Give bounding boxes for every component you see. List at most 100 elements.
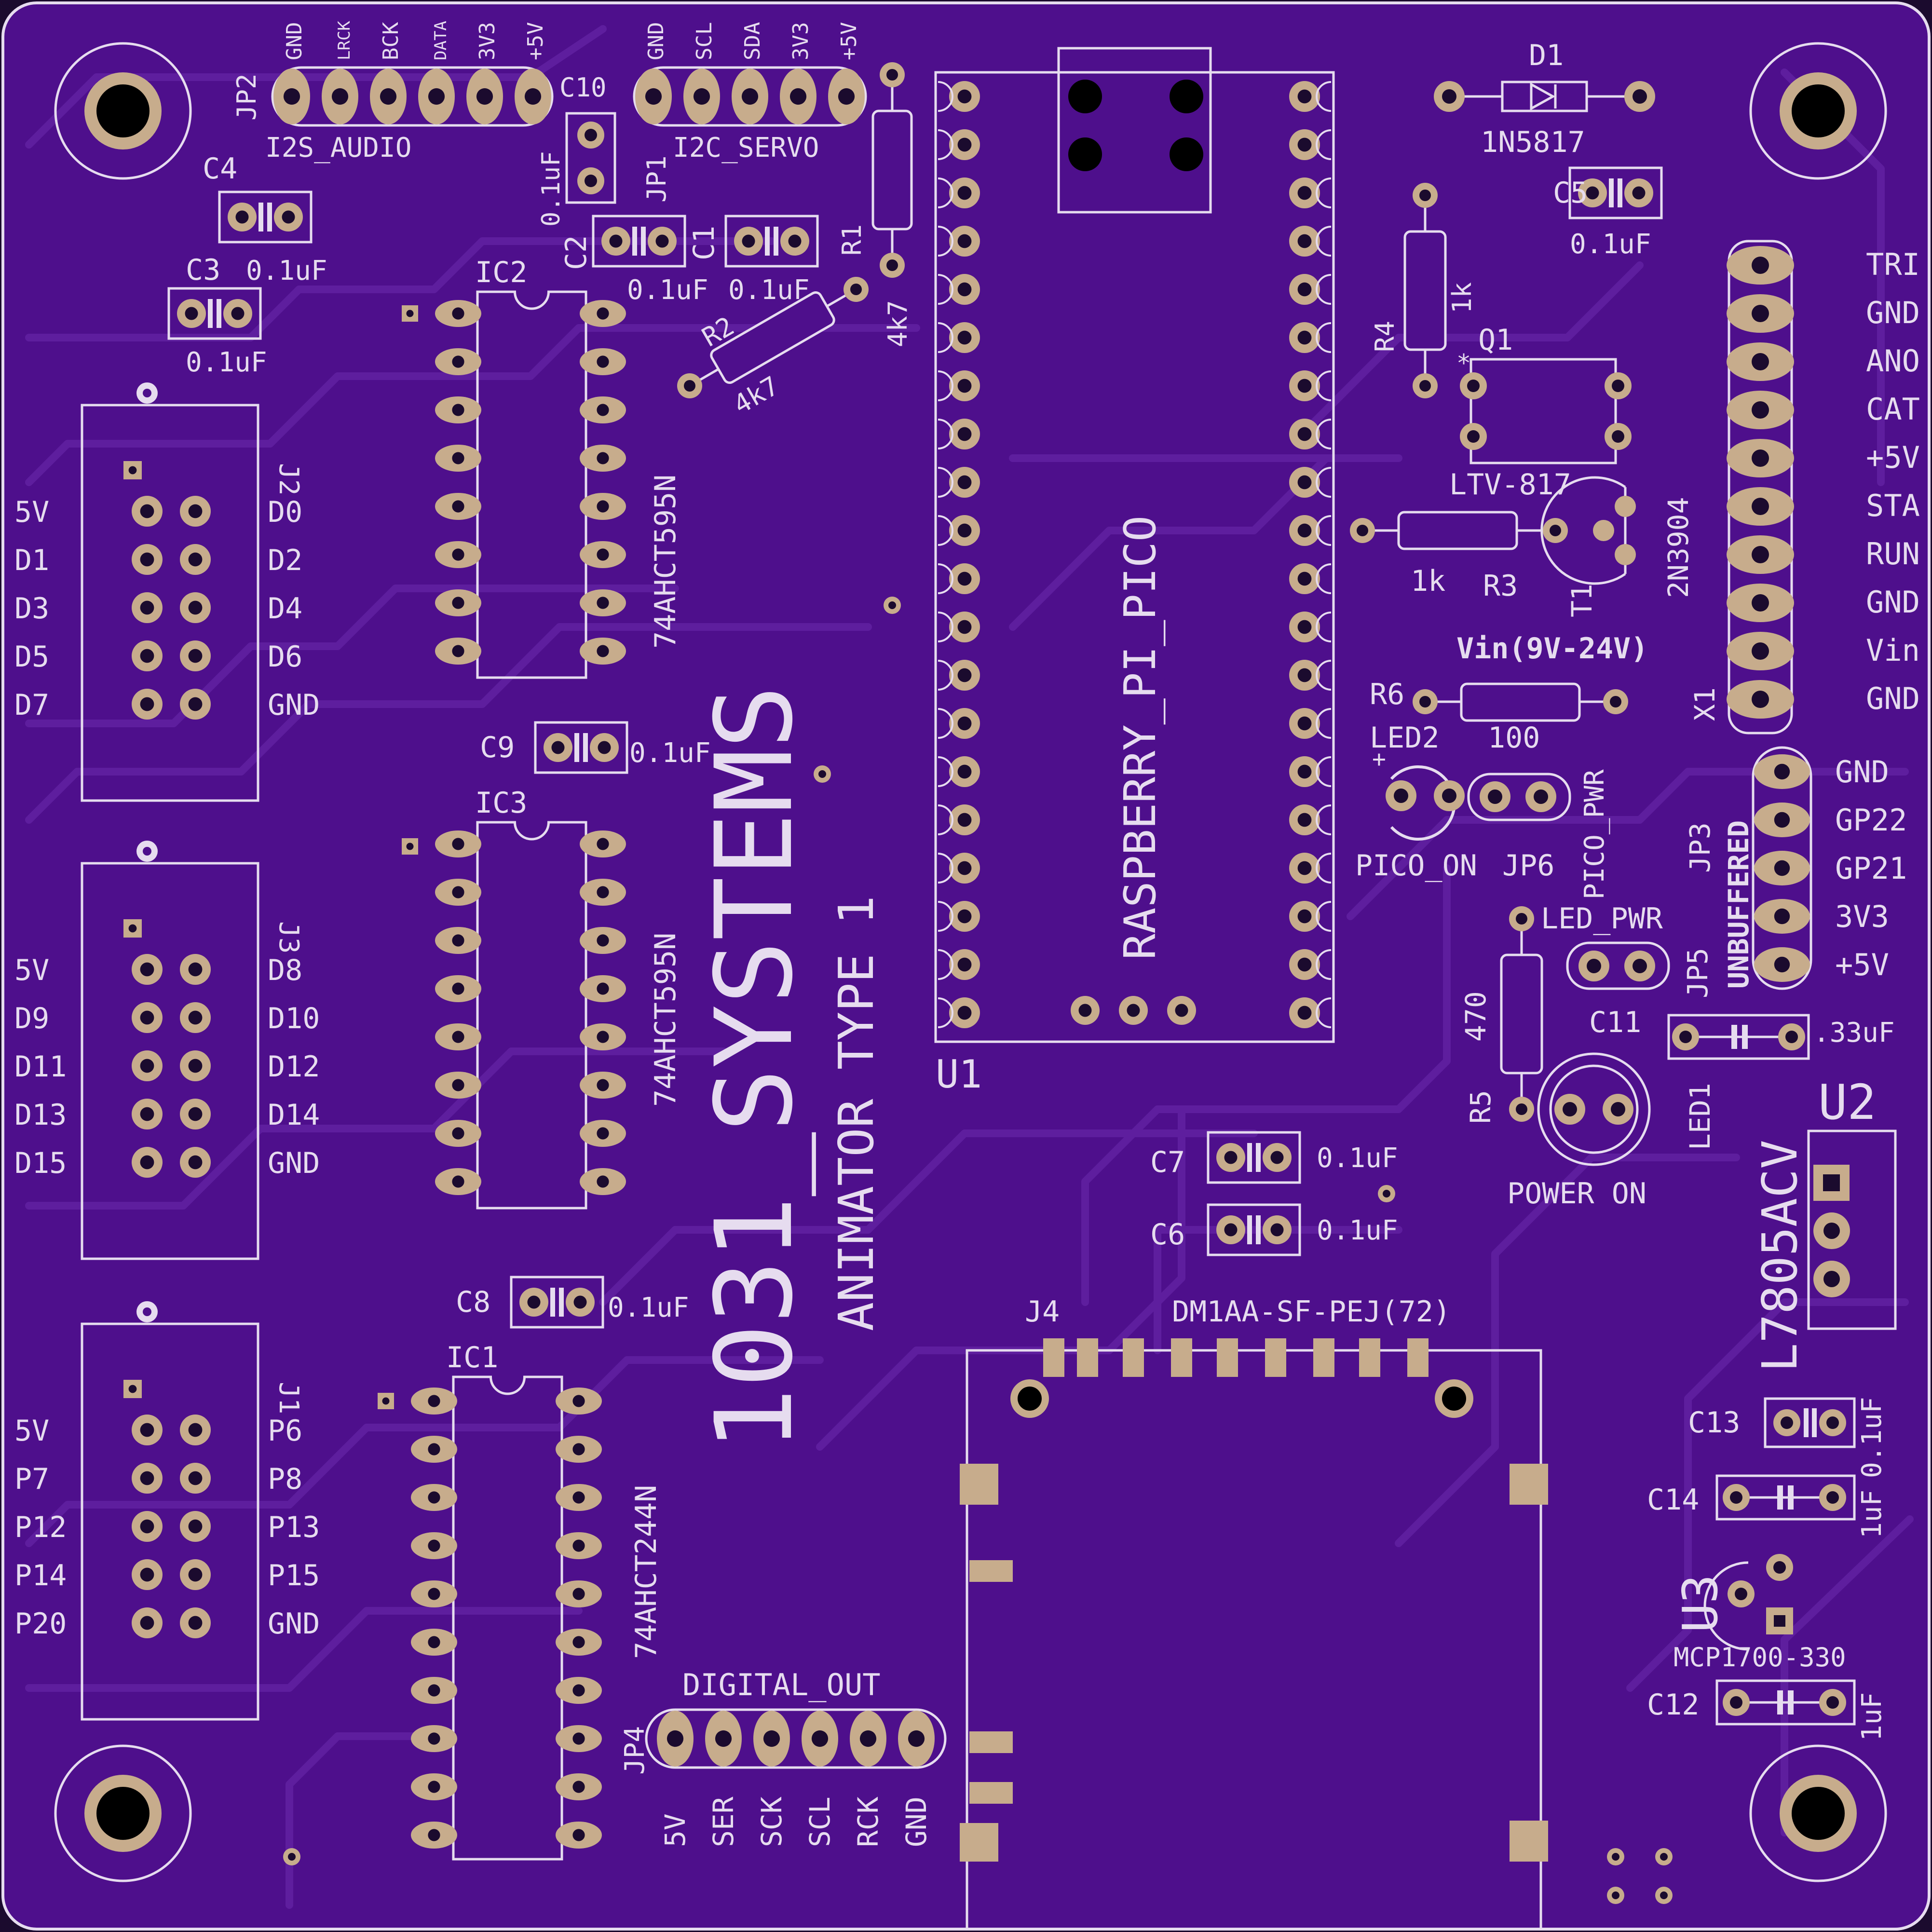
cap-c14: C14 1uF	[1647, 1474, 1888, 1538]
c5-val: 0.1uF	[1570, 229, 1651, 260]
t1-val: 2N3904	[1662, 497, 1695, 598]
cap-c5: C5 0.1uF	[1553, 166, 1663, 260]
jp4-name: DIGITAL_OUT	[682, 1667, 881, 1702]
c5-ref: C5	[1553, 176, 1588, 210]
jp2-pin-label: 3V3	[475, 22, 500, 60]
connector-j4-sdcard: J4 DM1AA-SF-PEJ(72)	[960, 1295, 1548, 1929]
jp5-name: LED_PWR	[1541, 902, 1663, 936]
q1-val: LTV-817	[1449, 468, 1571, 502]
led1-name: POWER ON	[1507, 1177, 1646, 1211]
c13-ref: C13	[1688, 1406, 1740, 1440]
j1-right-label: P6	[268, 1414, 302, 1448]
jp3-pin-label: 3V3	[1835, 899, 1889, 934]
jp3-name: UNBUFFERED	[1722, 820, 1755, 989]
cap-c13: C13 0.1uF	[1688, 1397, 1888, 1478]
led2-ref: LED2	[1370, 721, 1440, 755]
u3-ref: U3	[1672, 1575, 1728, 1633]
cap-c4: C4	[203, 152, 313, 244]
x1-pin-label: CAT	[1866, 392, 1920, 427]
r6-ref: R6	[1370, 678, 1404, 711]
d1-ref: D1	[1529, 39, 1564, 72]
j2-right-label: D0	[268, 495, 302, 529]
jp3-pin-label: GP22	[1835, 803, 1907, 838]
cap-c7: C7 0.1uF	[1150, 1131, 1398, 1184]
j3-left-label: D9	[14, 1002, 49, 1035]
jumper-jp5: LED_PWR JP5	[1541, 902, 1714, 998]
j1-right-label: P8	[268, 1462, 302, 1496]
c11-val: .33uF	[1813, 1017, 1895, 1048]
jp2-pin-label: LRCK	[335, 21, 354, 60]
cap-c10: C10 0.1uF	[537, 72, 616, 227]
jp2-pin-label: BCK	[379, 22, 403, 60]
j1-ref: J1	[273, 1382, 304, 1414]
u3-val: MCP1700-330	[1673, 1642, 1846, 1673]
transistor-t1: T1 2N3904	[1540, 476, 1695, 617]
jp2-pin-label: DATA	[431, 21, 450, 60]
cap-c11: C11 .33uF	[1589, 1006, 1895, 1060]
subtitle-text: ANIMATOR TYPE 1	[828, 896, 884, 1331]
jp4-pin-label: GND	[900, 1796, 933, 1847]
regulator-u3: U3 MCP1700-330	[1672, 1554, 1846, 1673]
resistor-r3: 1k R3	[1350, 511, 1568, 603]
vias	[283, 597, 1673, 1904]
jp5-ref: JP5	[1681, 948, 1714, 998]
svg-text:*: *	[1456, 349, 1471, 377]
c6-val: 0.1uF	[1317, 1215, 1398, 1246]
j3-left-label: 5V	[14, 953, 49, 987]
jp4-pin-label: SCK	[755, 1796, 788, 1847]
j4-val: DM1AA-SF-PEJ(72)	[1172, 1295, 1451, 1329]
j3-right-label: D10	[268, 1002, 320, 1035]
x1-pin-label: GND	[1866, 295, 1920, 330]
c12-val: 1uF	[1856, 1692, 1888, 1741]
j2-right-label: D6	[268, 640, 302, 674]
ic3-ref: IC3	[475, 786, 527, 820]
c2-ref: C2	[559, 235, 593, 270]
r5-val: 470	[1459, 991, 1492, 1042]
led2-name: PICO_ON	[1355, 849, 1477, 883]
c7-val: 0.1uF	[1317, 1143, 1398, 1174]
q1-ref: Q1	[1478, 323, 1513, 357]
optocoupler-q1: * Q1 LTV-817	[1449, 323, 1632, 502]
c7-ref: C7	[1150, 1145, 1185, 1179]
jp2-pin-label: GND	[282, 22, 307, 60]
j1-right-label: GND	[268, 1607, 320, 1641]
j2-right-label: D2	[268, 544, 302, 577]
resistor-r4: R4 1k	[1370, 183, 1477, 398]
r4-val: 1k	[1447, 282, 1477, 313]
u2-ref: U2	[1818, 1074, 1876, 1130]
jp3-pin-label: GND	[1835, 754, 1889, 789]
j1-left-label: P7	[14, 1462, 49, 1496]
r1-val: 4k7	[883, 300, 913, 347]
x1-pin-label: RUN	[1866, 536, 1920, 571]
mounting-holes	[54, 42, 1887, 1882]
c3-ref: C3	[186, 253, 220, 287]
jp1-name: I2C_SERVO	[673, 132, 819, 163]
ic1-value: 74AHCT244N	[629, 1485, 663, 1659]
cap-c12: C12 1uF	[1647, 1679, 1888, 1741]
c14-val: 1uF	[1856, 1490, 1888, 1538]
j3-right-label: D8	[268, 953, 302, 987]
c1-ref: C1	[687, 226, 721, 260]
jp4-pin-label: RCK	[852, 1796, 884, 1847]
j2-left-label: D1	[14, 544, 49, 577]
cap-c1: C10.1uF	[687, 215, 819, 306]
d1-val: 1N5817	[1481, 125, 1585, 159]
jp4-ref: JP4	[619, 1726, 651, 1775]
u1-raspberry-pi-pico: RASPBERRY_PI_PICO U1	[934, 47, 1335, 1097]
led1-ref: LED1	[1684, 1083, 1716, 1150]
x1-pin-label: ANO	[1866, 343, 1920, 379]
c1-val: 0.1uF	[728, 274, 810, 306]
c8-val: 0.1uF	[608, 1292, 689, 1323]
j2-left-label: D5	[14, 640, 49, 674]
c14-ref: C14	[1647, 1483, 1699, 1517]
ic2-value: 74AHCT595N	[649, 475, 682, 649]
j1-left-label: P14	[14, 1559, 67, 1592]
